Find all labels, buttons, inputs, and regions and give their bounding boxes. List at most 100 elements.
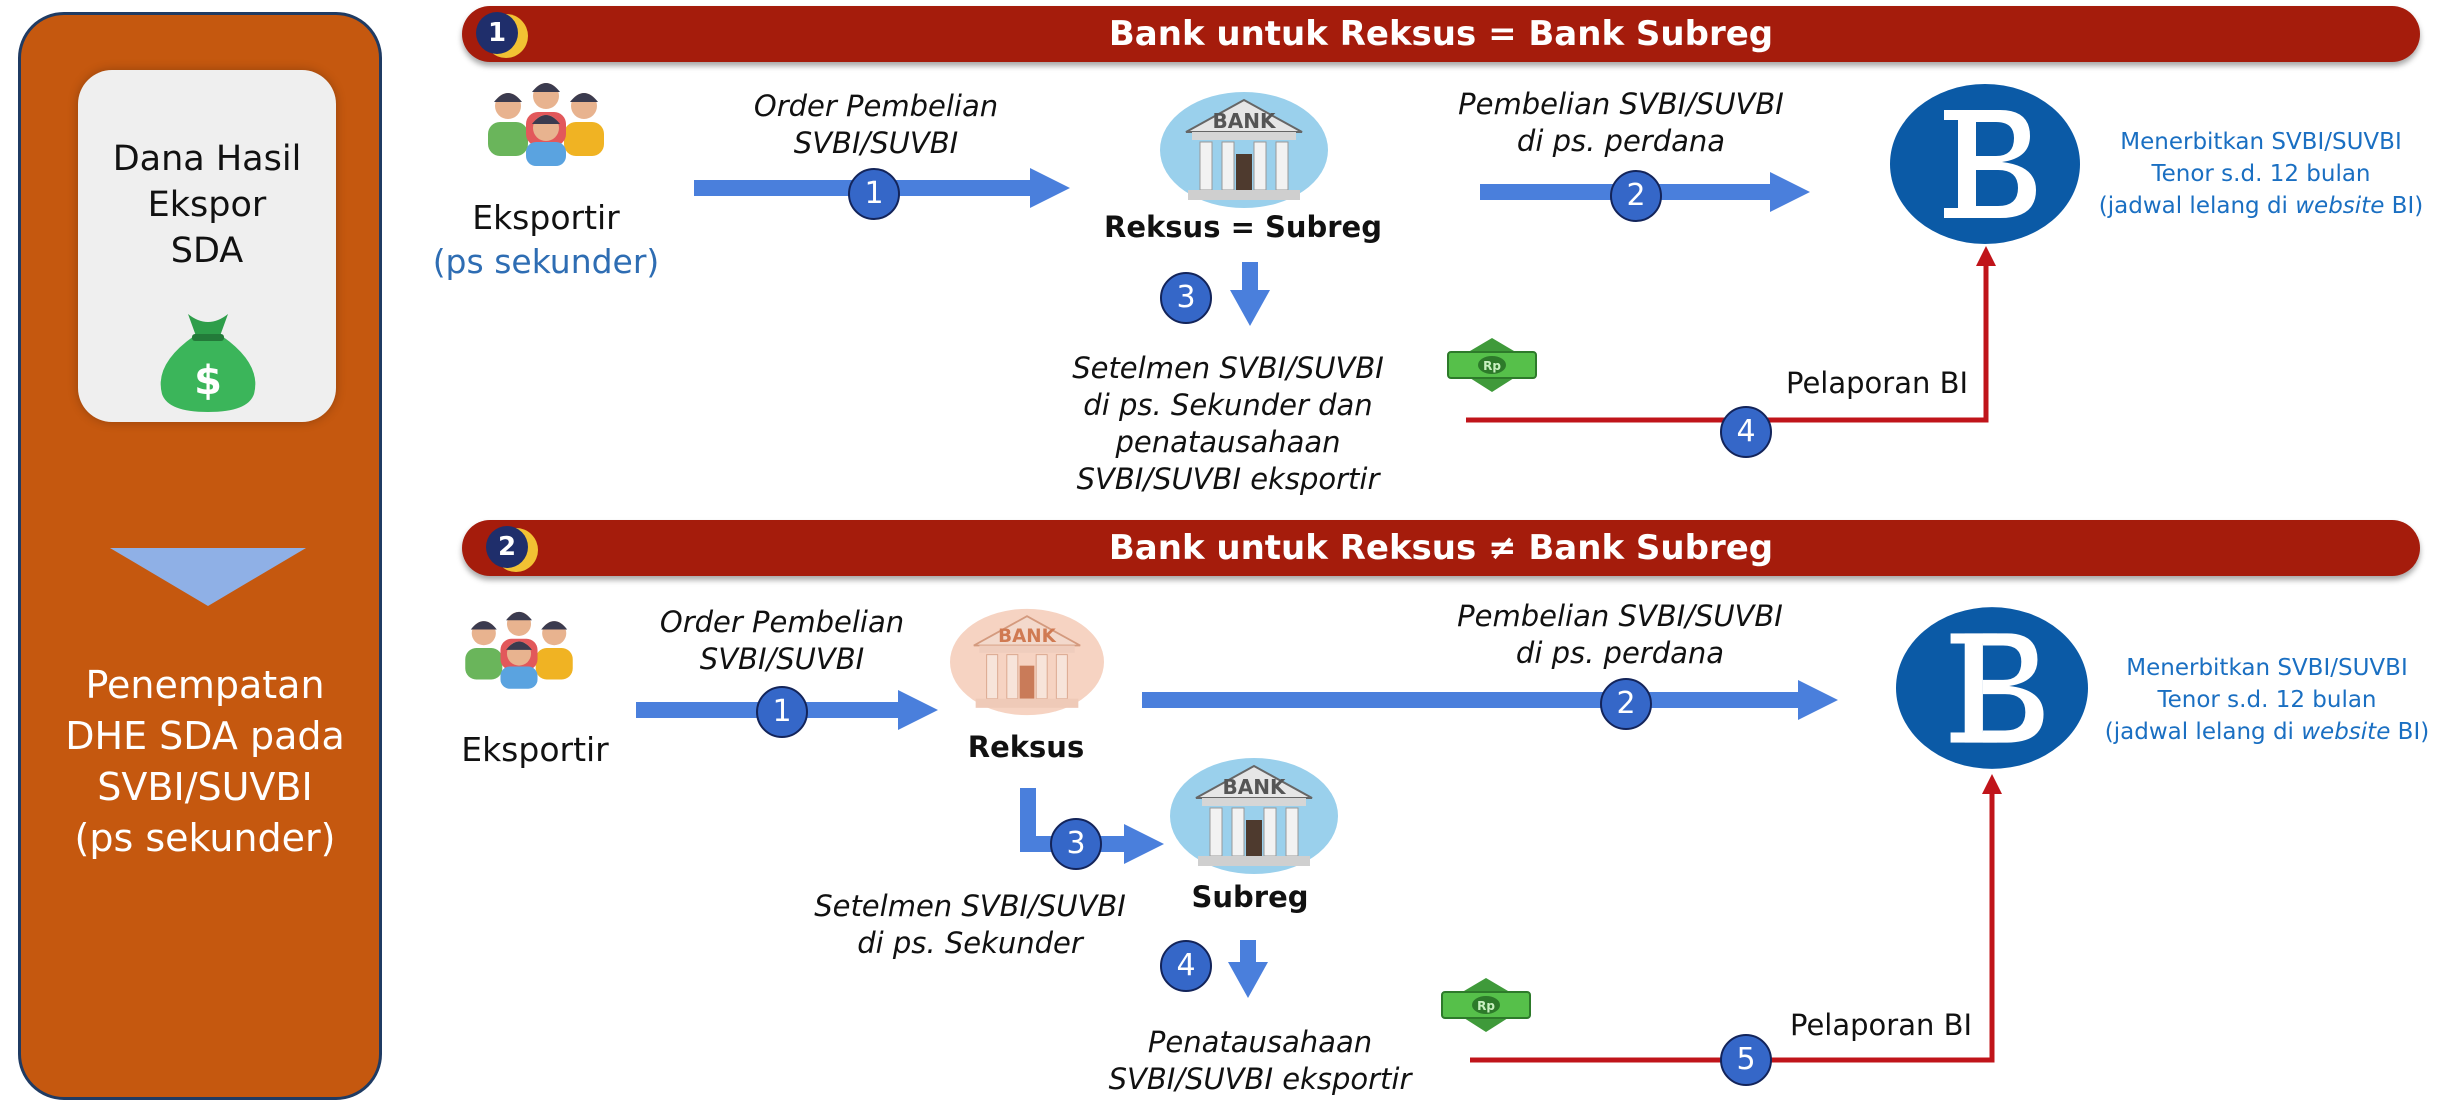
s1-step-3: 3 <box>1160 272 1212 324</box>
s2-order-arrowhead <box>898 690 938 730</box>
section2-bi-note: Menerbitkan SVBI/SUVBI Tenor s.d. 12 bul… <box>2082 652 2452 748</box>
bi-line-1: Menerbitkan SVBI/SUVBI <box>2120 129 2402 155</box>
s1-order-arrowhead <box>1030 168 1070 208</box>
section2-settlement-label: Setelmen SVBI/SUVBI di ps. Sekunder <box>790 888 1150 962</box>
bi-line-3-pre: (jadwal lelang di <box>2098 193 2296 219</box>
section2-exporter-label: Eksportir <box>461 730 609 769</box>
s1-purchase-arrowhead <box>1770 172 1810 212</box>
money-note-icon: Rp <box>1441 978 1531 1032</box>
s1-report-arrowhead <box>1976 246 1996 266</box>
s2-settle-arrowhead <box>1124 824 1164 864</box>
card-line-3: SDA <box>170 231 244 271</box>
bi-line-2: Tenor s.d. 12 bulan <box>2157 687 2377 713</box>
bi-logo-icon <box>1890 84 2080 244</box>
section2-title: Bank untuk Reksus ≠ Bank Subreg <box>1108 528 1774 568</box>
admin-line-1: Penatausahaan <box>1147 1025 1373 1059</box>
section2-subreg-label: Subreg <box>1191 880 1309 914</box>
section1-badge: 1 <box>474 10 534 60</box>
reksus-bank-icon: BANK <box>950 608 1104 716</box>
section2-number: 2 <box>486 526 528 568</box>
down-triangle-icon <box>110 548 306 606</box>
caption-line-2: DHE SDA pada <box>65 714 345 758</box>
s2-admin-arrowhead <box>1228 962 1268 998</box>
caption-line-3: SVBI/SUVBI <box>97 765 313 809</box>
bank-building-icon: BANK <box>1160 92 1328 208</box>
s2-step-4: 4 <box>1160 940 1212 992</box>
purchase-line-2: di ps. perdana <box>1516 124 1726 158</box>
settle-line-3: penatausahaan <box>1115 425 1341 459</box>
s1-step-4: 4 <box>1720 406 1772 458</box>
settle-line-4: SVBI/SUVBI eksportir <box>1076 462 1380 496</box>
exporter-group-icon <box>488 83 604 166</box>
sidebar-caption: Penempatan DHE SDA pada SVBI/SUVBI (ps s… <box>40 660 370 864</box>
s2-step-1: 1 <box>756 686 808 738</box>
order-line-1: Order Pembelian <box>659 605 905 639</box>
admin-line-2: SVBI/SUVBI eksportir <box>1108 1062 1412 1096</box>
section2-order-label: Order Pembelian SVBI/SUVBI <box>632 604 932 678</box>
settle-line-1: Setelmen SVBI/SUVBI <box>1072 351 1384 385</box>
section1-banner <box>462 6 2420 62</box>
s1-step-1: 1 <box>848 168 900 220</box>
order-line-2: SVBI/SUVBI <box>699 642 865 676</box>
s2-report-arrowhead <box>1982 774 2002 794</box>
section2-banner <box>462 520 2420 576</box>
bi-line-3: (jadwal lelang di website BI) <box>2082 716 2452 748</box>
order-line-2: SVBI/SUVBI <box>793 126 959 160</box>
caption-line-1: Penempatan <box>85 663 325 707</box>
bi-line-3: (jadwal lelang di website BI) <box>2076 190 2446 222</box>
s2-step-2: 2 <box>1600 678 1652 730</box>
exporter-group-icon <box>465 611 573 689</box>
card-line-1: Dana Hasil <box>112 139 302 179</box>
caption-line-4: (ps sekunder) <box>74 816 336 860</box>
bi-line-3-pre: (jadwal lelang di <box>2104 719 2302 745</box>
section1-settlement-label: Setelmen SVBI/SUVBI di ps. Sekunder dan … <box>1066 350 1390 498</box>
s2-purchase-arrowhead <box>1798 680 1838 720</box>
purchase-line-2: di ps. perdana <box>1515 636 1725 670</box>
s2-step-5: 5 <box>1720 1034 1772 1086</box>
money-sign: Rp <box>1477 999 1495 1013</box>
bi-line-2: Tenor s.d. 12 bulan <box>2151 161 2371 187</box>
section2-purchase-label: Pembelian SVBI/SUVBI di ps. perdana <box>1420 598 1820 672</box>
section1-exporter-note: (ps sekunder) <box>432 242 660 281</box>
section2-reksus-label: Reksus <box>967 730 1085 764</box>
section1-purchase-label: Pembelian SVBI/SUVBI di ps. perdana <box>1456 86 1786 160</box>
bi-line-3-em: website <box>2295 193 2385 219</box>
s1-step-2: 2 <box>1610 170 1662 222</box>
money-bag-icon: $ <box>160 314 256 412</box>
section1-exporter-label: Eksportir <box>472 198 620 237</box>
section1-bi-note: Menerbitkan SVBI/SUVBI Tenor s.d. 12 bul… <box>2076 126 2446 222</box>
reksus-bank-sign: BANK <box>998 626 1056 647</box>
dollar-sign: $ <box>194 358 222 404</box>
purchase-line-1: Pembelian SVBI/SUVBI <box>1457 599 1783 633</box>
settle-line-2: di ps. Sekunder dan <box>1083 388 1373 422</box>
section1-order-label: Order Pembelian SVBI/SUVBI <box>726 88 1026 162</box>
order-line-1: Order Pembelian <box>753 89 999 123</box>
bi-line-1: Menerbitkan SVBI/SUVBI <box>2126 655 2408 681</box>
card-line-2: Ekspor <box>147 185 267 225</box>
bi-logo-icon <box>1896 607 2088 769</box>
section2-report-label: Pelaporan BI <box>1790 1008 1973 1042</box>
section1-report-label: Pelaporan BI <box>1786 366 1969 400</box>
money-sign: Rp <box>1483 359 1501 373</box>
s1-settle-arrowhead <box>1230 290 1270 326</box>
s2-step-3: 3 <box>1050 818 1102 870</box>
s2-report-line <box>1470 790 1995 1063</box>
section2-admin-label: Penatausahaan SVBI/SUVBI eksportir <box>1090 1024 1430 1098</box>
money-note-icon: Rp <box>1447 338 1537 392</box>
subreg-bank-sign: BANK <box>1223 775 1287 799</box>
purchase-line-1: Pembelian SVBI/SUVBI <box>1458 87 1784 121</box>
s1-report-line <box>1466 262 1989 423</box>
settle-line-1: Setelmen SVBI/SUVBI <box>814 889 1126 923</box>
bi-line-3-post: BI) <box>2390 719 2430 745</box>
section2-badge: 2 <box>484 524 544 574</box>
subreg-bank-icon: BANK <box>1170 758 1338 874</box>
section1-bank-label: Reksus = Subreg <box>1104 210 1382 244</box>
bi-line-3-em: website <box>2301 719 2391 745</box>
section1-title: Bank untuk Reksus = Bank Subreg <box>1108 14 1774 54</box>
settle-line-2: di ps. Sekunder <box>857 926 1083 960</box>
section1-number: 1 <box>476 12 518 54</box>
bank-sign: BANK <box>1213 109 1277 133</box>
card-title: Dana Hasil Ekspor SDA <box>78 136 336 274</box>
bi-line-3-post: BI) <box>2384 193 2424 219</box>
